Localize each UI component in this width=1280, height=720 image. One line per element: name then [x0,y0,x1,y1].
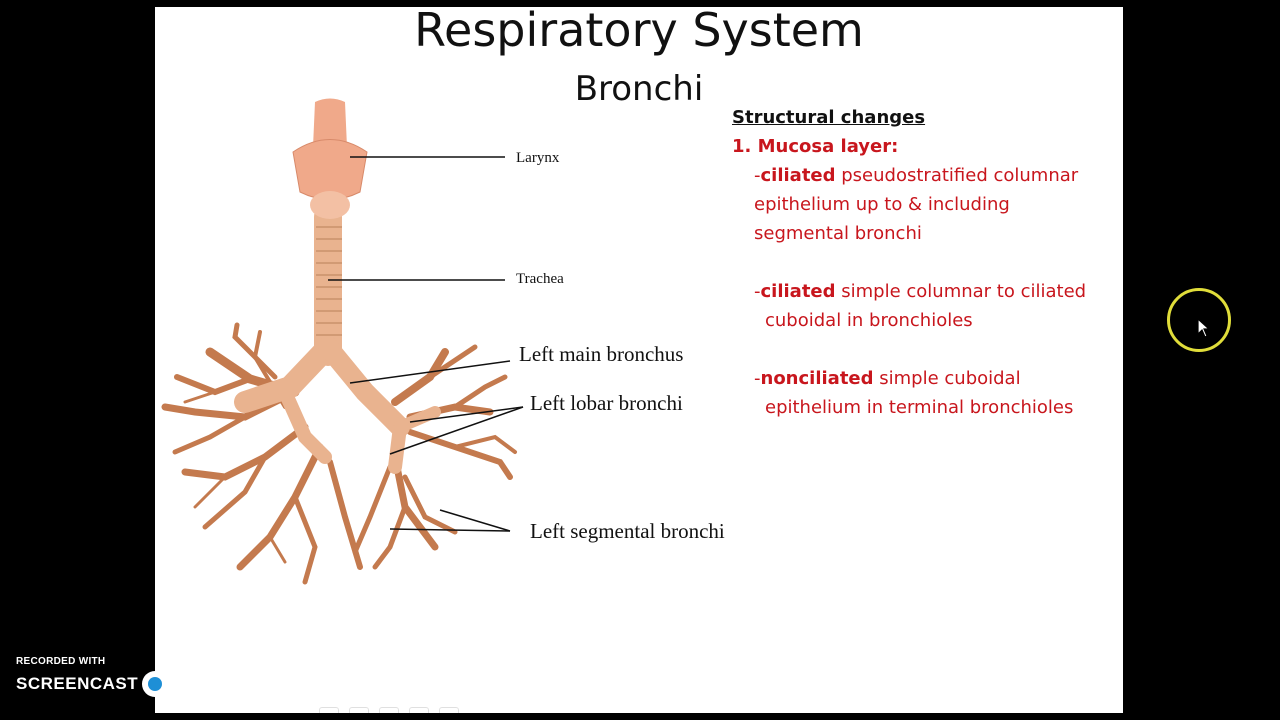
left-bronchial-branches [352,344,517,570]
note-point-1-cont: epithelium up to & including [754,194,1010,215]
larynx-structure [292,98,368,219]
tracheal-rings [316,226,342,336]
label-larynx: Larynx [516,150,560,166]
watermark-brand-right: MATIC [172,674,228,693]
toolbar-zoom-icon[interactable] [409,707,429,713]
watermark-recorded-with: RECORDED WITH [16,656,106,667]
cursor-highlight-ring [1167,288,1231,352]
note-point-3: -nonciliated simple cuboidal [754,368,1021,389]
label-left-lobar-bronchi: Left lobar bronchi [530,391,683,415]
screencast-watermark: RECORDED WITH SCREENCAST MATIC [16,656,227,697]
toolbar-pen-icon[interactable] [379,707,399,713]
label-left-segmental-bronchi: Left segmental bronchi [530,519,725,543]
note-point-3-cont: epithelium in terminal bronchioles [765,397,1074,418]
toolbar-next-icon[interactable] [349,707,369,713]
slide-toolbar [319,707,459,713]
notes-heading: Structural changes [732,107,926,128]
note-point-2-cont: cuboidal in bronchioles [765,310,973,331]
slide: Respiratory System Bronchi [155,7,1123,713]
toolbar-menu-icon[interactable] [439,707,459,713]
structural-changes-notes: Structural changes 1. Mucosa layer: -cil… [732,103,1117,422]
notes-section-mucosa: 1. Mucosa layer: [732,136,899,157]
toolbar-prev-icon[interactable] [319,707,339,713]
label-left-main-bronchus: Left main bronchus [519,342,684,366]
note-point-1: -ciliated pseudostratified columnar [754,165,1079,186]
bronchial-tree-illustration [161,98,524,585]
screencast-logo-icon [142,671,169,697]
watermark-brand-left: SCREENCAST [16,674,139,693]
mouse-pointer-icon [1197,318,1211,338]
leader-lines [328,156,524,532]
label-trachea: Trachea [516,271,564,287]
note-point-1-cont: segmental bronchi [754,223,922,244]
trachea-and-main-bronchi [234,203,441,474]
note-point-2: -ciliated simple columnar to ciliated [754,281,1087,302]
slide-subtitle: Bronchi [574,69,704,109]
watermark-brand: SCREENCAST MATIC [16,671,227,697]
slide-title: Respiratory System [414,7,864,57]
